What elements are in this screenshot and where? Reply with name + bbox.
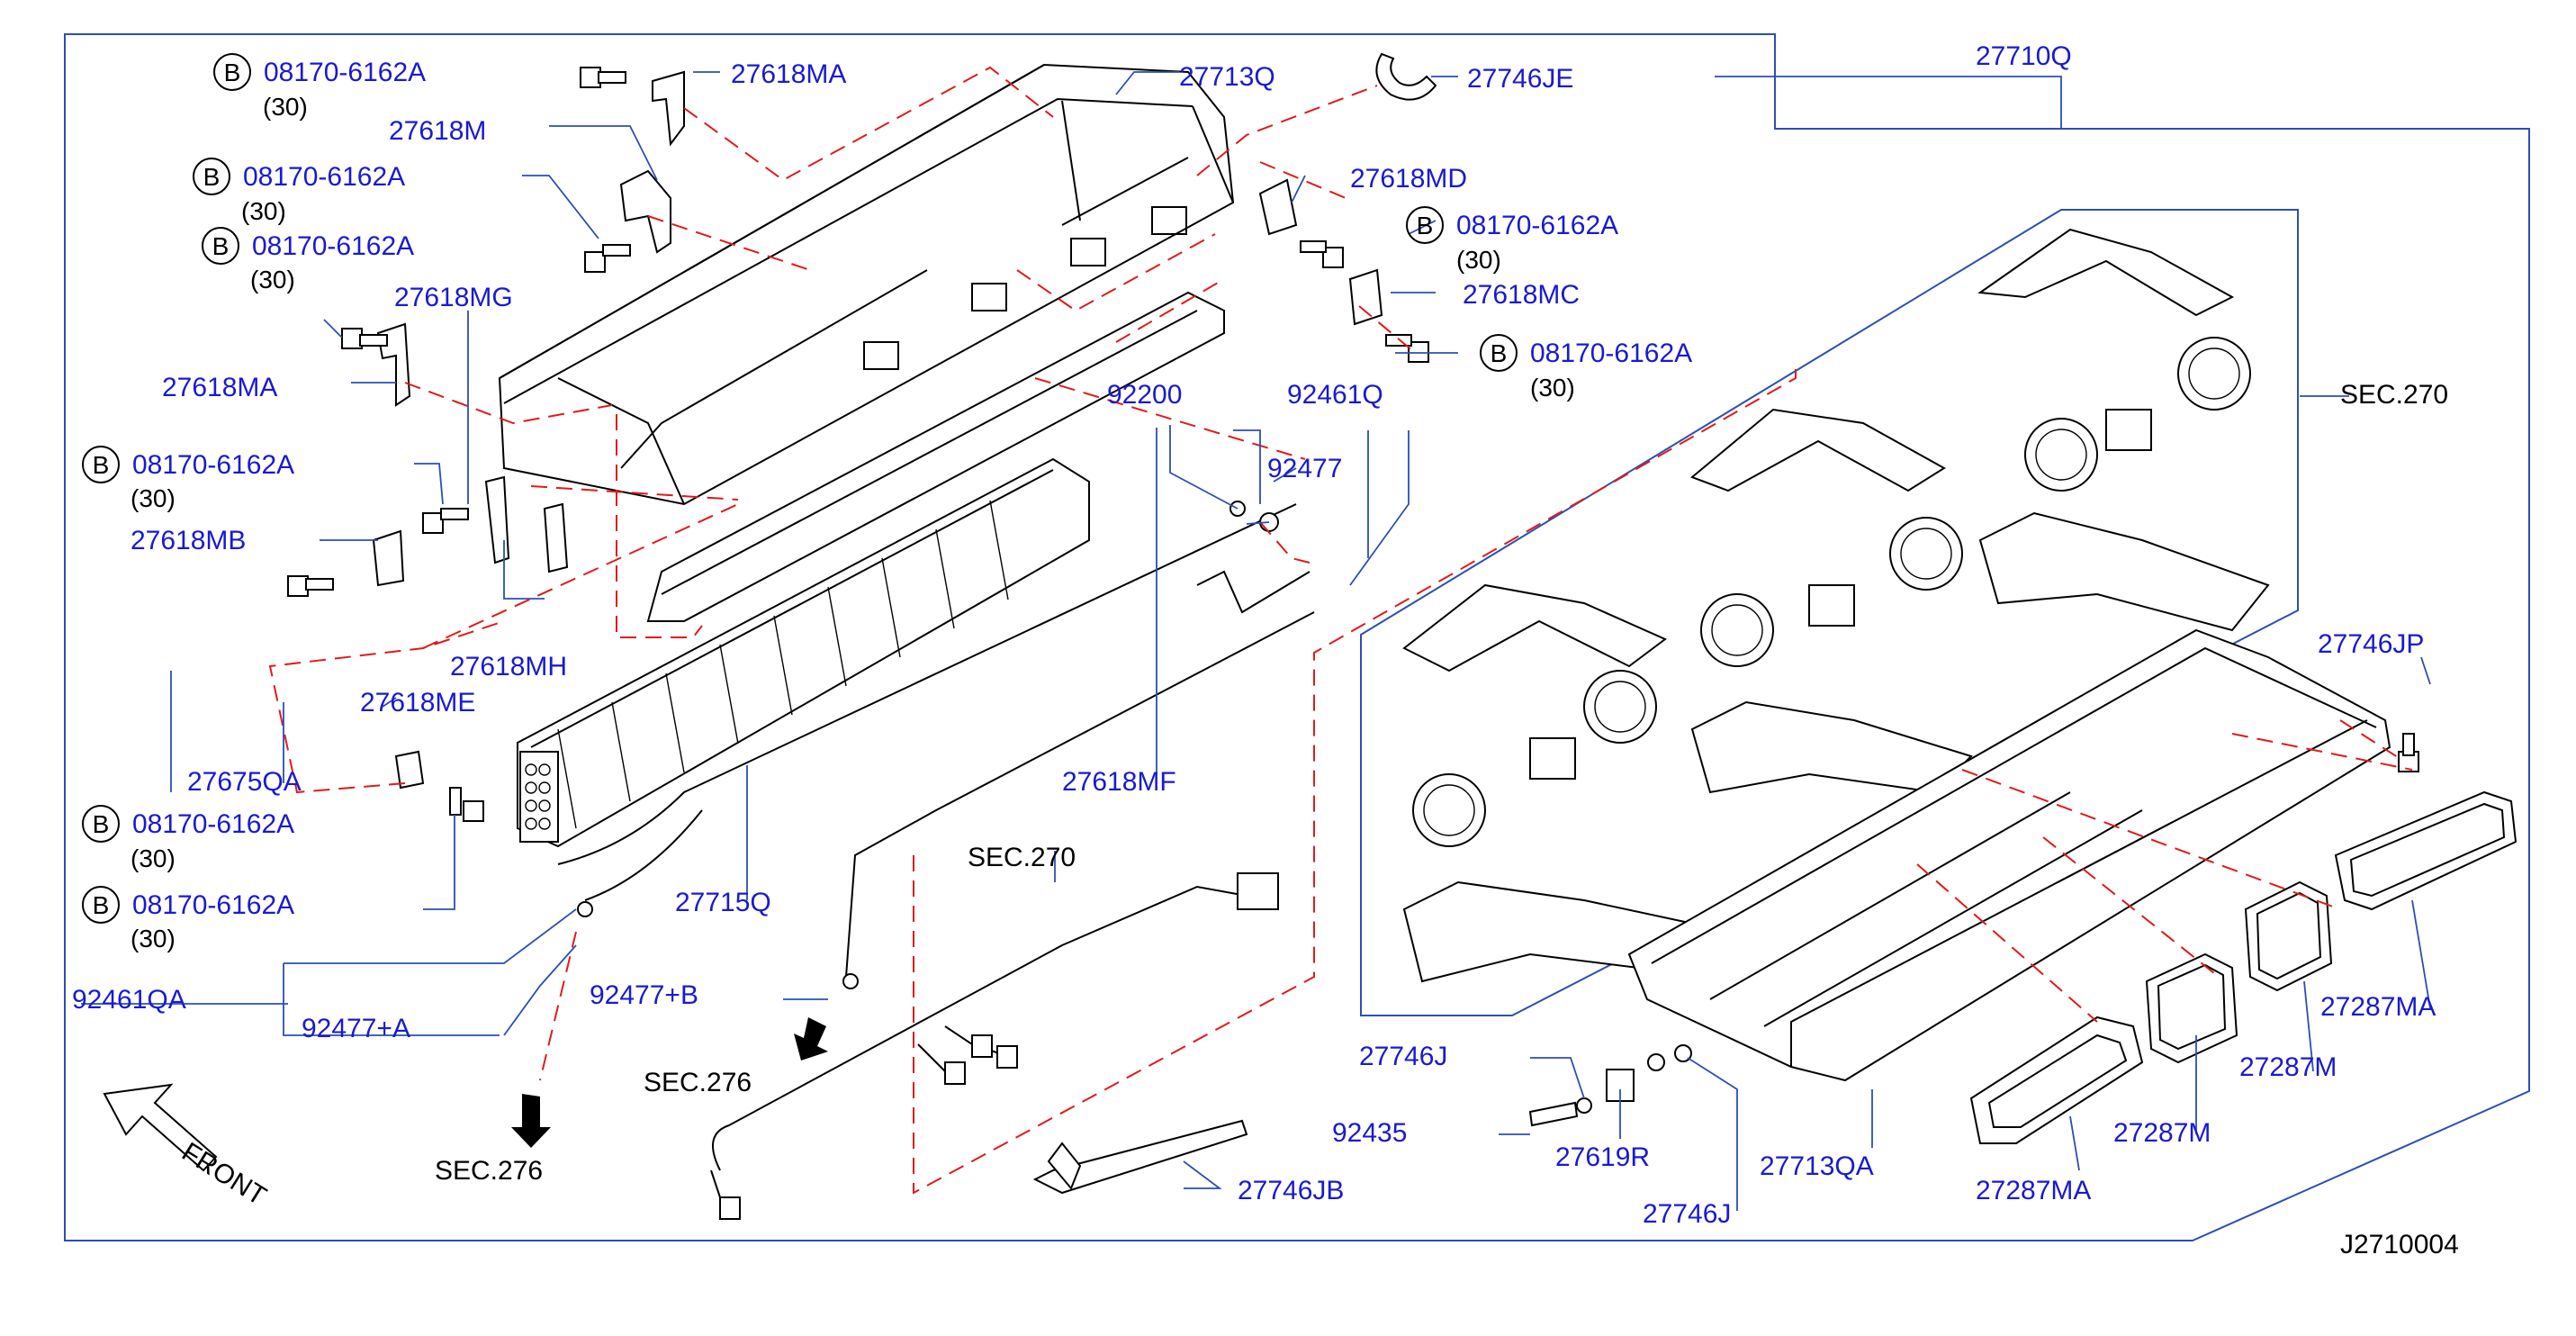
label-27715Q: 27715Q bbox=[675, 888, 771, 917]
bolt-qty: (30) bbox=[131, 925, 176, 952]
label-92435: 92435 bbox=[1332, 1118, 1407, 1148]
bolt-qty: (30) bbox=[1530, 374, 1575, 402]
bolt-qty: (30) bbox=[250, 266, 295, 293]
bolt-marker: B bbox=[93, 891, 110, 919]
label-27710Q: 27710Q bbox=[1976, 41, 2072, 71]
bolt-spec: 08170-6162A bbox=[132, 809, 294, 839]
refrigerant-pipes bbox=[557, 503, 1315, 989]
diagram-id: J2710004 bbox=[2340, 1230, 2459, 1259]
bolt-qty: (30) bbox=[1456, 246, 1501, 274]
bolt-callout-8: B 08170-6162A (30) bbox=[1480, 334, 1692, 402]
sec270-mid: SEC.270 bbox=[968, 843, 1076, 872]
label-27675QA: 27675QA bbox=[187, 767, 302, 797]
sec276-left: SEC.276 bbox=[435, 1156, 543, 1186]
leader-lines bbox=[81, 71, 2431, 1211]
blower-unit-1 bbox=[1977, 228, 2270, 632]
bolt-callout-3: B 08170-6162A (30) bbox=[202, 227, 414, 293]
bolt-spec: 08170-6162A bbox=[132, 890, 294, 920]
bolt-marker: B bbox=[224, 59, 241, 86]
flow-arrows bbox=[511, 1017, 828, 1148]
label-27713QA: 27713QA bbox=[1760, 1151, 1874, 1181]
label-27618MA-top: 27618MA bbox=[731, 59, 846, 89]
bolt-spec: 08170-6162A bbox=[132, 450, 294, 480]
bolt-callout-2: B 08170-6162A (30) bbox=[193, 158, 405, 225]
label-27746JP: 27746JP bbox=[2318, 629, 2424, 659]
bolt-callout-4: B 08170-6162A (30) bbox=[82, 446, 294, 512]
bolt-marker: B bbox=[1417, 212, 1434, 239]
label-27618MB: 27618MB bbox=[131, 526, 246, 555]
label-27287M-right: 27287M bbox=[2239, 1052, 2337, 1082]
label-27713Q: 27713Q bbox=[1179, 62, 1275, 92]
label-92477B: 92477+B bbox=[590, 980, 698, 1010]
bolt-spec: 08170-6162A bbox=[252, 231, 414, 261]
bolt-callout-6: B 08170-6162A (30) bbox=[82, 886, 294, 952]
mounting-rail bbox=[646, 291, 1225, 622]
label-27746J-top: 27746J bbox=[1359, 1042, 1447, 1071]
bolt-marker: B bbox=[212, 232, 230, 260]
blower-unit-2 bbox=[1690, 408, 1973, 794]
label-92461Q: 92461Q bbox=[1287, 380, 1383, 410]
label-27618MG: 27618MG bbox=[394, 283, 513, 312]
bolt-callout-5: B 08170-6162A (30) bbox=[82, 805, 294, 872]
label-92461QA: 92461QA bbox=[72, 985, 186, 1015]
front-label: FRONT bbox=[176, 1137, 271, 1212]
front-arrow-icon bbox=[103, 1083, 218, 1172]
label-27618M: 27618M bbox=[389, 116, 486, 146]
bolt-spec: 08170-6162A bbox=[243, 162, 405, 192]
label-27618MH: 27618MH bbox=[450, 652, 567, 682]
label-27746JB: 27746JB bbox=[1238, 1176, 1344, 1205]
bolts bbox=[287, 67, 2419, 822]
label-27618MA-left: 27618MA bbox=[162, 373, 277, 402]
bolt-callout-1: B 08170-6162A (30) bbox=[213, 53, 426, 121]
label-27618MF: 27618MF bbox=[1062, 767, 1176, 797]
clamp-icon bbox=[1375, 52, 1437, 101]
sec276-mid: SEC.276 bbox=[644, 1068, 752, 1097]
label-27287M-left: 27287M bbox=[2113, 1118, 2211, 1148]
label-27618MC: 27618MC bbox=[1463, 280, 1580, 310]
register-grilles bbox=[1969, 790, 2517, 1144]
bolt-spec: 08170-6162A bbox=[1530, 339, 1692, 368]
bolt-marker: B bbox=[93, 810, 110, 838]
label-27618MD: 27618MD bbox=[1350, 164, 1467, 194]
label-27619R: 27619R bbox=[1555, 1142, 1650, 1172]
label-92200: 92200 bbox=[1107, 380, 1182, 410]
bolt-spec: 08170-6162A bbox=[1456, 211, 1618, 240]
bolt-marker: B bbox=[1491, 339, 1508, 367]
bolt-qty: (30) bbox=[131, 844, 176, 872]
bolt-qty: (30) bbox=[131, 484, 176, 512]
blower-subframe bbox=[1360, 209, 2299, 1016]
bolt-marker: B bbox=[93, 451, 110, 479]
bolt-qty: (30) bbox=[263, 93, 308, 121]
bolt-marker: B bbox=[203, 163, 221, 191]
sec270-top: SEC.270 bbox=[2340, 380, 2448, 410]
bolt-qty: (30) bbox=[241, 197, 286, 225]
blower-unit-3 bbox=[1402, 583, 1712, 983]
label-27287MA-left: 27287MA bbox=[1976, 1176, 2091, 1205]
lower-duct bbox=[1627, 628, 2391, 1082]
label-92477A: 92477+A bbox=[302, 1014, 410, 1043]
label-27618ME: 27618ME bbox=[360, 688, 475, 718]
label-27746JE: 27746JE bbox=[1467, 64, 1573, 94]
label-27287MA-right: 27287MA bbox=[2320, 992, 2436, 1022]
bolt-spec: 08170-6162A bbox=[264, 58, 426, 87]
assembly-frame bbox=[64, 33, 2530, 1241]
label-27746J-bottom: 27746J bbox=[1643, 1199, 1731, 1229]
bolt-callout-7: B 08170-6162A (30) bbox=[1406, 206, 1618, 274]
evaporator-core bbox=[517, 457, 1090, 848]
mount-pins bbox=[1032, 1044, 1692, 1195]
duct-housing bbox=[498, 63, 1235, 506]
wiring-harness bbox=[710, 872, 1279, 1220]
left-brackets bbox=[372, 70, 1383, 790]
label-92477: 92477 bbox=[1267, 454, 1342, 483]
